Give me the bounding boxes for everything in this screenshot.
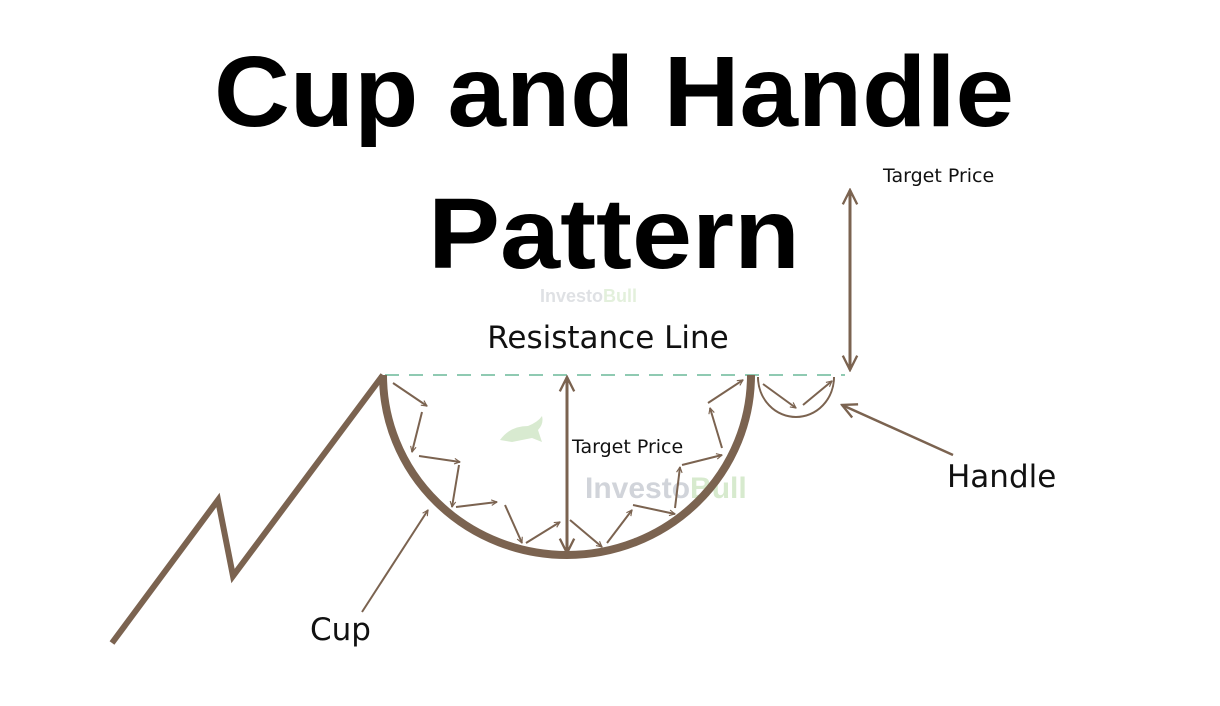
resistance-line-label: Resistance Line (487, 320, 729, 356)
watermark-logo: InvestoBull InvestoBull (500, 286, 747, 505)
title-line-2: Pattern (428, 178, 800, 290)
cup-pointer-arrow (361, 510, 429, 613)
handle-pointer-arrow (842, 405, 954, 457)
watermark-text-top: Investo (540, 286, 603, 306)
handle-label: Handle (947, 459, 1056, 495)
title-line-1: Cup and Handle (214, 36, 1014, 148)
cup-label: Cup (310, 612, 371, 648)
watermark-text-top-accent: Bull (603, 286, 637, 306)
watermark-text: Investo (585, 472, 690, 505)
prior-uptrend-line (109, 373, 386, 645)
bull-icon (500, 416, 543, 442)
handle-arrows (762, 381, 832, 409)
cup-price-path-arrows (392, 379, 743, 547)
cup-curve (379, 374, 755, 559)
svg-text:InvestoBull: InvestoBull (540, 286, 637, 306)
target-price-top-label: Target Price (882, 165, 994, 187)
handle-curve (757, 376, 835, 418)
target-price-inner-label: Target Price (571, 436, 683, 458)
